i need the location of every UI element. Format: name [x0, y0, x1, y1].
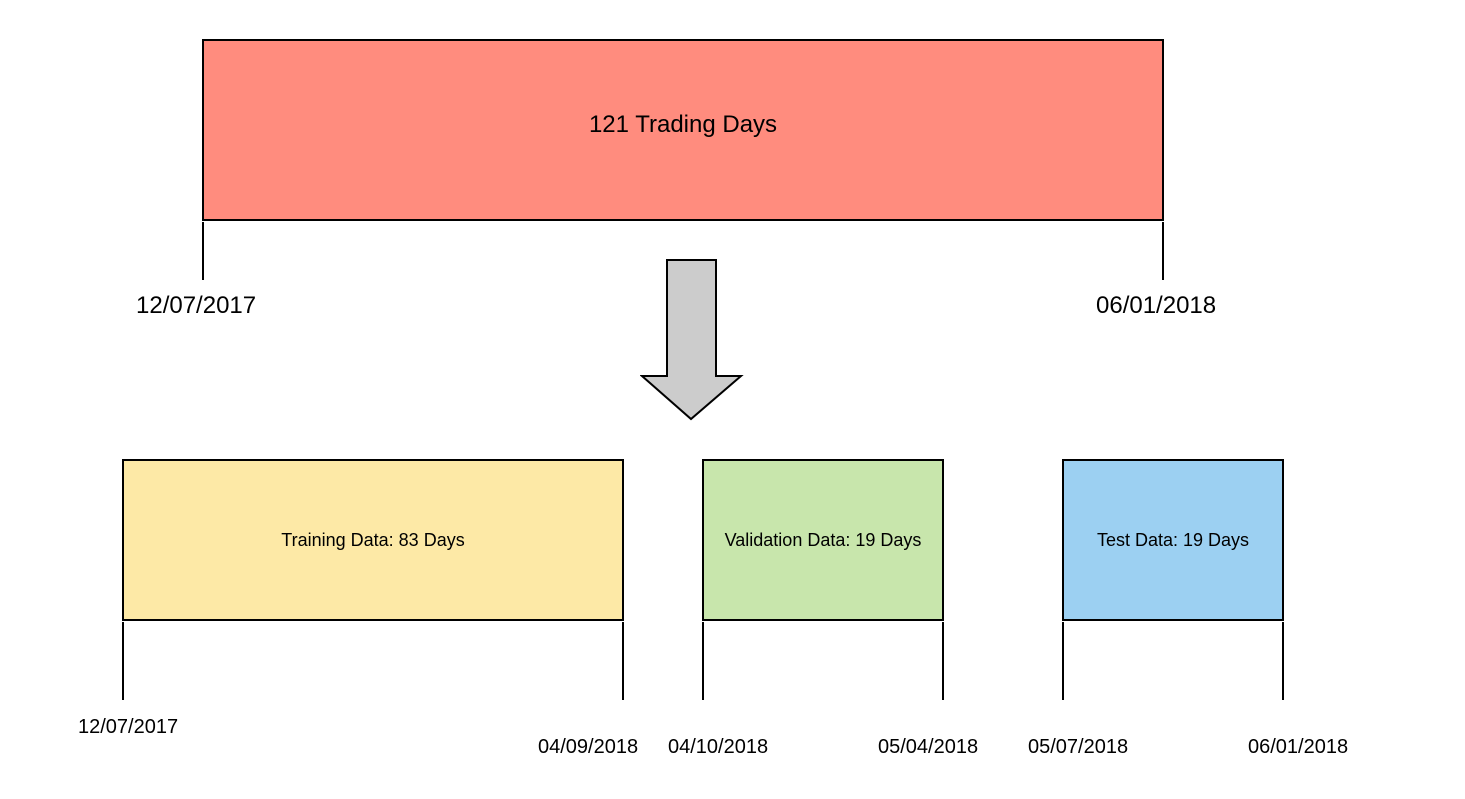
test-start-date: 05/07/2018 — [1028, 736, 1129, 758]
total-start-tick — [202, 222, 204, 280]
test-start-tick — [1062, 622, 1064, 700]
validation-data-label: Validation Data: 19 Days — [724, 529, 922, 550]
test-end-tick — [1282, 622, 1284, 700]
total-end-tick — [1162, 222, 1164, 280]
validation-data-box: Validation Data: 19 Days — [702, 459, 944, 621]
total-end-date: 06/01/2018 — [1096, 292, 1217, 319]
training-start-tick — [122, 622, 124, 700]
total-start-date: 12/07/2017 — [136, 292, 257, 319]
training-start-date: 12/07/2017 — [78, 716, 179, 738]
training-end-date: 04/09/2018 — [538, 736, 639, 758]
down-arrow-icon — [640, 259, 744, 421]
test-data-label: Test Data: 19 Days — [1096, 529, 1250, 550]
test-end-date: 06/01/2018 — [1248, 736, 1349, 758]
validation-end-tick — [942, 622, 944, 700]
test-data-box: Test Data: 19 Days — [1062, 459, 1284, 621]
total-period-box: 121 Trading Days — [202, 39, 1164, 221]
validation-start-tick — [702, 622, 704, 700]
validation-start-date: 04/10/2018 — [668, 736, 769, 758]
validation-end-date: 05/04/2018 — [878, 736, 979, 758]
training-end-tick — [622, 622, 624, 700]
total-period-label: 121 Trading Days — [588, 111, 778, 138]
training-data-box: Training Data: 83 Days — [122, 459, 624, 621]
training-data-label: Training Data: 83 Days — [281, 529, 465, 550]
